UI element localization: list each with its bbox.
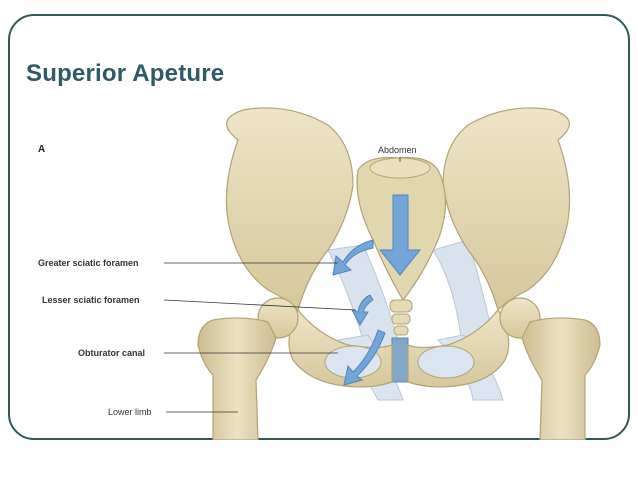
slide-title: Superior Apeture xyxy=(26,60,225,87)
left-ilium xyxy=(225,107,354,312)
label-lesser-sciatic-foramen: Lesser sciatic foramen xyxy=(42,295,140,305)
left-femur xyxy=(197,297,299,440)
pelvis-figure: A xyxy=(38,107,601,440)
right-femur xyxy=(499,297,601,440)
obturator-arrow xyxy=(343,329,386,386)
label-obturator-canal: Obturator canal xyxy=(78,348,145,358)
right-obturator-foramen xyxy=(417,345,475,379)
label-lower-limb: Lower limb xyxy=(108,407,152,417)
right-ilium xyxy=(442,107,571,312)
abdomen-arrow xyxy=(378,194,422,276)
pubic-symphysis xyxy=(391,337,409,383)
panel-letter: A xyxy=(38,144,45,155)
label-greater-sciatic-foramen: Greater sciatic foramen xyxy=(38,258,139,268)
coccyx xyxy=(389,299,413,336)
label-abdomen: Abdomen xyxy=(378,145,417,155)
leader-lines xyxy=(163,157,401,413)
passage-arrows xyxy=(332,194,422,386)
lesser-sciatic-arrow xyxy=(350,294,374,327)
greater-sciatic-arrow xyxy=(332,239,374,276)
